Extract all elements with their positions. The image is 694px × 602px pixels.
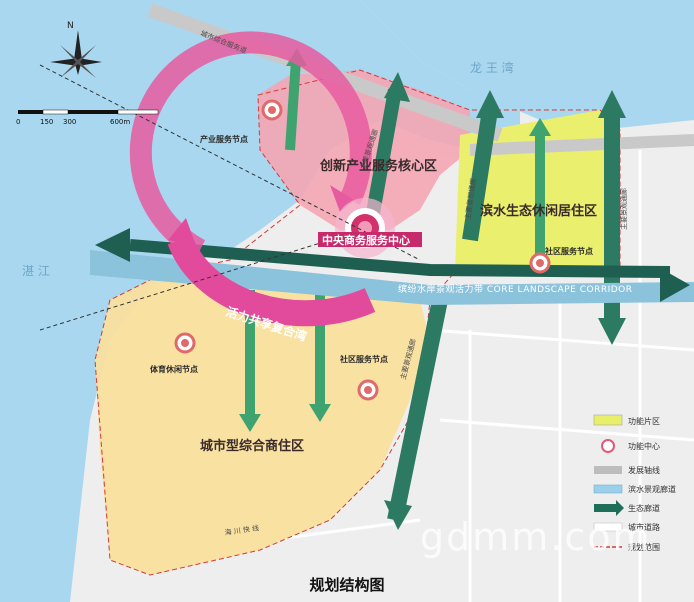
bay-arrow-east	[330, 185, 354, 212]
legend-swatch-zone	[593, 414, 623, 426]
legend-label-zone: 功能片区	[628, 416, 660, 426]
sightline-dashed	[39, 64, 421, 331]
node-label-industry: 产业服务节点	[200, 134, 248, 144]
vitality-bay-lower-arc	[167, 235, 376, 327]
landscape-corridor-band	[90, 250, 694, 305]
legend	[593, 414, 624, 548]
road-label-view-3: 主要景观通廊	[619, 188, 628, 230]
compass-north-label: N	[67, 21, 74, 31]
node-label-community-south: 社区服务节点	[339, 354, 388, 364]
zone-label-waterfront-residential: 滨水生态休闲居住区	[480, 203, 597, 219]
legend-label-center: 功能中心	[628, 441, 660, 451]
service-node-markers	[174, 99, 551, 401]
node-label-community-east: 社区服务节点	[544, 246, 593, 256]
scale-label-150: 150	[40, 118, 53, 126]
corridor-label: 缤纷水岸景观活力带 CORE LANDSCAPE CORRIDOR	[398, 283, 633, 295]
legend-swatch-center	[601, 439, 615, 453]
legend-swatch-axis	[594, 466, 622, 474]
zone-label-core-innovation: 创新产业服务核心区	[319, 158, 437, 174]
landscape-corridor-axis	[129, 239, 671, 278]
legend-label-waterfront: 滨水景观廊道	[628, 484, 676, 494]
scale-label-0: 0	[16, 118, 20, 126]
legend-swatch-eco	[594, 500, 624, 516]
river-label: 湛 江	[22, 264, 50, 278]
east-development-axis	[469, 134, 694, 156]
legend-label-boundary: 规划范围	[628, 542, 660, 552]
bay-label: 龙 王 湾	[470, 60, 514, 75]
corridor-east-arrow	[660, 268, 690, 302]
corridor-west-arrow	[95, 228, 130, 262]
zone-label-urban-mixed: 城市型综合商住区	[200, 438, 304, 454]
scale-label-600m: 600m	[110, 118, 130, 126]
bay-arrow-west	[168, 218, 196, 246]
watermark: gdmm.com	[420, 515, 652, 559]
node-label-sports: 体育休闲节点	[150, 364, 198, 374]
scale-bar	[18, 109, 159, 115]
legend-swatch-road	[593, 522, 623, 532]
legend-label-road: 城市道路	[628, 522, 660, 532]
legend-label-eco: 生态廊道	[628, 503, 660, 513]
cbd-label-bg	[318, 232, 422, 247]
page-title: 规划结构图	[309, 576, 385, 594]
zone-label-cbd: 中央商务服务中心	[322, 233, 410, 247]
scale-label-300: 300	[63, 118, 76, 126]
legend-swatch-waterfront	[593, 484, 623, 494]
legend-label-axis: 发展轴线	[628, 465, 660, 475]
cbd-center-marker	[335, 198, 395, 258]
vitality-bay-arc	[129, 31, 372, 260]
compass-rose-icon	[50, 30, 102, 78]
